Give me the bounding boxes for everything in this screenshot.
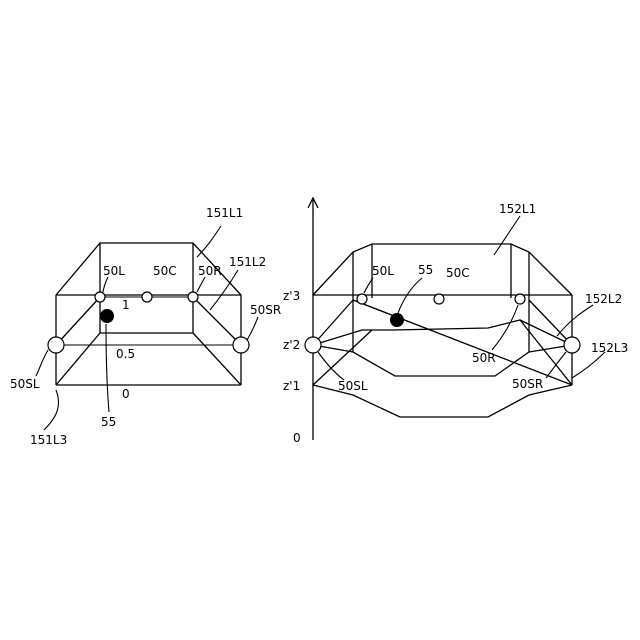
left-label-50L: 50L [103,264,125,278]
left-speaker-50SR [233,337,249,353]
left-leader-55 [106,324,109,412]
left-label-50SL: 50SL [10,377,40,391]
right-top-outline [313,244,572,295]
left-label-height-1: 1 [122,298,130,312]
left-label-height-0: 0 [122,387,130,401]
right-label-z1: z'1 [283,379,300,393]
left-leader-151L3 [44,390,58,430]
right-label-152L3: 152L3 [591,341,628,355]
left-speaker-50SL [48,337,64,353]
left-label-50R: 50R [198,264,222,278]
right-label-50SL: 50SL [338,379,368,393]
left-label-50SR: 50SR [250,303,281,317]
left-sound-image-55 [101,310,114,323]
right-label-z3: z'3 [283,289,300,303]
left-label-55: 55 [101,415,116,429]
left-leader-50R [197,277,205,292]
right-leader-50R [492,305,518,350]
right-leader-152L1 [494,216,520,255]
right-figure: 152L1 152L2 152L3 50L 50C 50R 50SL 50SR … [283,198,628,445]
left-leader-151L1 [197,226,221,257]
left-label-50C: 50C [153,264,177,278]
right-label-z2: z'2 [283,338,300,352]
right-speaker-50L [357,294,367,304]
right-sound-image-55 [391,314,404,327]
left-leader-50SR [247,317,258,340]
right-label-50SR: 50SR [512,377,543,391]
left-diag-ml [56,297,100,345]
left-diag-mr [193,297,241,345]
left-label-151L3: 151L3 [30,433,67,447]
right-label-axis-0: 0 [293,431,301,445]
right-mid-top-outline [313,320,572,345]
left-leader-50L [103,277,108,292]
right-label-152L1: 152L1 [499,202,536,216]
left-label-height-05: 0.5 [116,347,135,361]
right-label-50L: 50L [372,264,394,278]
right-speaker-50SL [305,337,321,353]
right-label-152L2: 152L2 [585,292,622,306]
left-speaker-50R [188,292,198,302]
right-label-50R: 50R [472,351,496,365]
left-label-151L1: 151L1 [206,206,243,220]
right-leader-152L3 [572,352,605,378]
right-speaker-50R [515,294,525,304]
right-diag-upper-right [529,300,572,345]
right-speaker-50C [434,294,444,304]
right-leader-152L2 [557,305,593,336]
right-speaker-50SR [564,337,580,353]
right-label-55: 55 [418,263,433,277]
left-speaker-50C [142,292,152,302]
right-leader-50SL [318,352,344,380]
left-speaker-50L [95,292,105,302]
left-leader-50SL [36,350,48,376]
right-label-50C: 50C [446,266,470,280]
right-diag-cross [353,300,572,385]
left-figure: 151L1 151L2 151L3 50L 50C 50R 50SL 50SR … [10,206,281,447]
left-label-151L2: 151L2 [229,255,266,269]
